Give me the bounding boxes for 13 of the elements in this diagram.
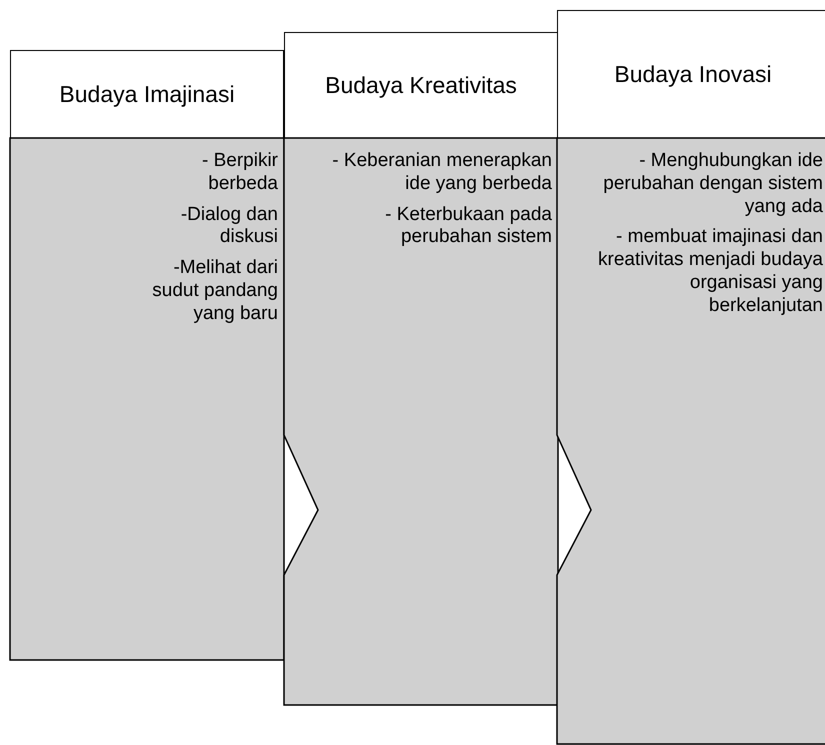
header-box (557, 10, 825, 139)
header-title: Budaya Imajinasi (59, 80, 235, 108)
bullet-text: - Berpikir berbeda (200, 150, 278, 196)
header-title: Budaya Kreativitas (325, 72, 517, 100)
bullet-text: -Dialog dan diskusi (180, 204, 278, 250)
header-box (10, 50, 284, 139)
bullet-text: -Melihat dari sudut pandang yang baru (151, 257, 278, 326)
bullet-text: - membuat imajinasi dan kreativitas menjadi budaya organisasi yang berkelanjutan (597, 226, 823, 318)
bullet-text: - Keberanian menerapkan ide yang berbeda (331, 150, 552, 196)
header-box (284, 32, 558, 139)
header-title: Budaya Inovasi (614, 60, 772, 88)
bullet-text: - Keterbukaan pada perubahan sistem (384, 204, 552, 250)
bullet-text: - Menghubungkan ide perubahan dengan sistem yang ada (602, 150, 823, 218)
